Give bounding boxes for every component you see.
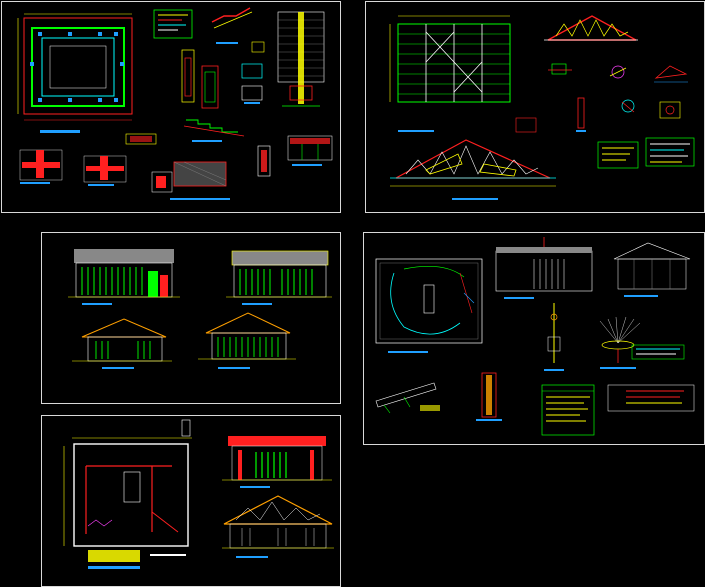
stair-detail-top (211, 7, 253, 44)
side-elevation-right (198, 312, 296, 369)
front-elevation (68, 249, 180, 305)
elevations-drawing (68, 249, 332, 369)
sheet-architectural-plan (41, 415, 341, 587)
footing-sections (19, 133, 230, 200)
sheet-roof-structure (365, 1, 705, 213)
legend-box (153, 9, 193, 39)
sheet-elevations (41, 232, 341, 404)
roof-framing-plan (389, 15, 511, 132)
truss-node-details (515, 63, 688, 133)
foundation-drawing (17, 7, 333, 200)
electrical-plan (375, 258, 483, 353)
column-details (181, 41, 265, 109)
electrical-drawing (375, 237, 695, 436)
sheet-electrical (363, 232, 705, 445)
foundation-plan (17, 13, 133, 133)
side-elevation-left (72, 318, 172, 369)
stair-longitudinal (183, 119, 245, 142)
lamp-details (544, 303, 641, 371)
roof-and-wall-details (375, 372, 502, 421)
cross-section (222, 495, 334, 558)
truss-elevation-main (390, 139, 556, 200)
truss-elevation-top (544, 15, 638, 41)
architecture-drawing (63, 419, 334, 569)
roof-drawing (389, 15, 695, 200)
block-wall-elevation (277, 11, 325, 107)
section-views (495, 237, 691, 299)
rear-elevation (226, 250, 332, 305)
sheet-foundation-plan (1, 1, 341, 213)
beam-sections (257, 135, 333, 177)
legend-tables (541, 344, 695, 436)
floor-plan (63, 419, 192, 569)
longitudinal-section (222, 436, 332, 488)
material-tables (597, 137, 695, 169)
